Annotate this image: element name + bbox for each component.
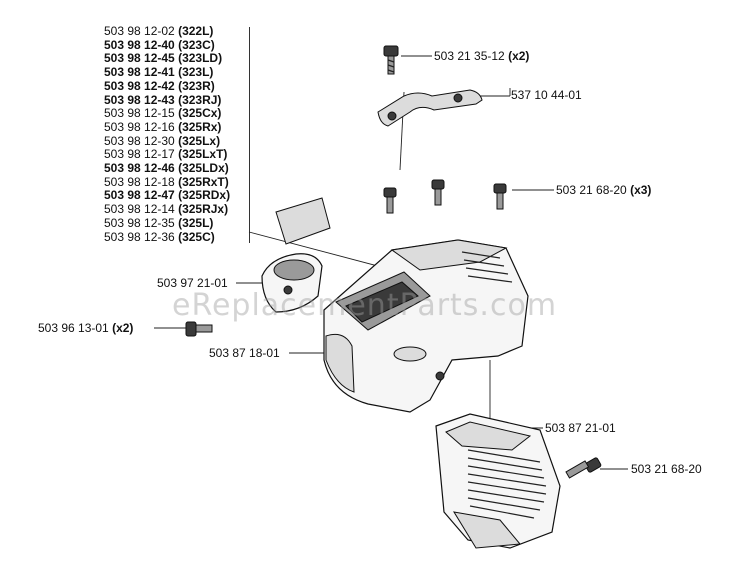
model-row: 503 98 12-36 (325C) xyxy=(104,229,215,244)
bracket-part-icon xyxy=(377,89,483,127)
callout-cylinder-cover: 503 87 21-01 xyxy=(545,421,616,435)
callout-air-intake: 503 97 21-01 xyxy=(157,276,228,290)
screw-top-icon xyxy=(383,45,399,75)
model-row: 503 98 12-02 (322L) xyxy=(104,24,214,38)
callout-bracket: 537 10 44-01 xyxy=(511,88,582,102)
model-row: 503 98 12-30 (325Lx) xyxy=(104,133,221,148)
model-row: 503 98 12-15 (325Cx) xyxy=(104,106,222,121)
main-cover-icon xyxy=(323,239,529,413)
callout-cover: 503 87 18-01 xyxy=(209,346,280,360)
watermark-text: eReplacementParts.com xyxy=(172,288,558,323)
callout-screws-x3: 503 21 68-20 (x3) xyxy=(556,183,652,197)
model-row: 503 98 12-46 (325LDx) xyxy=(104,161,229,176)
screw-left-icon xyxy=(383,187,397,214)
callout-side-screw: 503 96 13-01 (x2) xyxy=(38,321,134,335)
model-row: 503 98 12-18 (325RxT) xyxy=(104,174,229,189)
model-row: 503 98 12-47 (325RDx) xyxy=(104,188,231,203)
screw-lower-icon xyxy=(565,457,602,479)
model-row: 503 98 12-16 (325Rx) xyxy=(104,119,222,134)
model-row: 503 98 12-41 (323L) xyxy=(104,65,214,80)
screw-side-icon xyxy=(185,321,213,337)
model-row: 503 98 12-42 (323R) xyxy=(104,78,215,93)
callout-top-screw: 503 21 35-12 (x2) xyxy=(434,49,530,63)
air-intake-icon xyxy=(261,253,323,313)
model-row: 503 98 12-14 (325RJx) xyxy=(104,202,229,217)
model-list: 503 98 12-02 (322L) 503 98 12-40 (323C) … xyxy=(104,24,231,244)
model-row: 503 98 12-40 (323C) xyxy=(104,37,215,52)
callout-lower-screw: 503 21 68-20 xyxy=(631,462,702,476)
screw-right-icon xyxy=(493,183,507,210)
model-row: 503 98 12-45 (323LD) xyxy=(104,51,223,66)
cylinder-cover-icon xyxy=(435,413,561,549)
model-row: 503 98 12-35 (325L) xyxy=(104,215,214,230)
screw-middle-icon xyxy=(431,179,445,206)
filter-plate-icon xyxy=(275,197,331,245)
model-row: 503 98 12-43 (323RJ) xyxy=(104,92,222,107)
model-row: 503 98 12-17 (325LxT) xyxy=(104,147,228,162)
model-list-bracket xyxy=(249,27,250,243)
